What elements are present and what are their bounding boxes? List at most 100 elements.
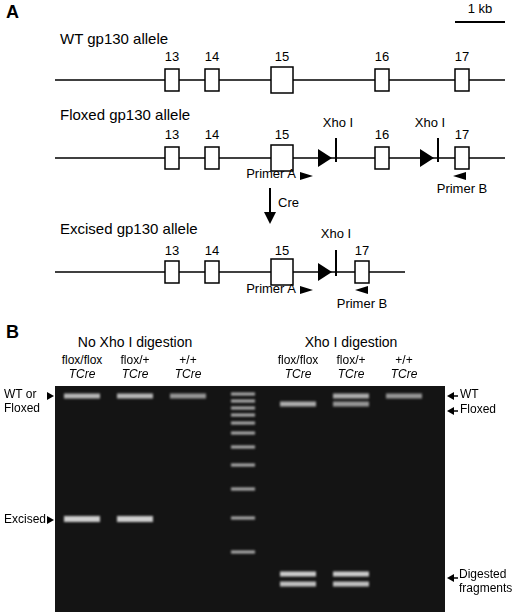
gel-band: [280, 582, 316, 587]
band-label: WT or Floxed: [4, 388, 46, 416]
band-label: Digested fragments: [459, 568, 517, 596]
exon-box: [271, 67, 293, 93]
exon-box: [355, 261, 369, 283]
gel-image: [55, 386, 445, 612]
lane-genotype: flox/+: [336, 354, 365, 368]
gel-band: [333, 402, 369, 407]
exon-number: 15: [275, 244, 289, 259]
band-pointer-head: [447, 407, 454, 415]
gel-band: [280, 572, 316, 577]
primer-arrow: [453, 172, 466, 180]
exon-box: [165, 147, 179, 169]
lane-transgene: TCre: [338, 368, 365, 382]
panel-letter: B: [6, 322, 19, 343]
exon-box: [205, 69, 219, 91]
band-pointer-head: [447, 392, 454, 400]
lane-genotype: +/+: [179, 354, 196, 368]
site-label: Xho I: [321, 227, 351, 242]
exon-number: 14: [205, 244, 219, 259]
gel-band: [231, 414, 255, 417]
lane-transgene: TCre: [122, 368, 149, 382]
lane-genotype: +/+: [395, 354, 412, 368]
band-pointer-head: [447, 574, 454, 582]
exon-box: [205, 261, 219, 283]
exon-box: [165, 261, 179, 283]
exon-box: [375, 69, 389, 91]
gel-band: [64, 394, 100, 399]
primer-label: Primer A: [246, 282, 296, 297]
scale-bar: [455, 21, 505, 23]
gel-band: [333, 582, 369, 587]
allele-name: Floxed gp130 allele: [60, 106, 190, 123]
exon-box: [205, 147, 219, 169]
primer-label: Primer B: [437, 182, 488, 197]
gel-band: [231, 407, 255, 410]
enzyme-label: Cre: [278, 196, 299, 211]
site-label: Xho I: [415, 116, 445, 131]
allele-name: Excised gp130 allele: [60, 220, 198, 237]
primer-arrow: [300, 286, 313, 294]
site-label: Xho I: [323, 116, 353, 131]
primer-label: Primer A: [246, 167, 296, 182]
primer-label: Primer B: [337, 297, 388, 312]
loxp-site: [318, 263, 332, 281]
xhoi-site: [437, 138, 439, 162]
band-label: Excised: [4, 513, 46, 527]
loxp-site: [318, 149, 332, 167]
gel-band: [117, 516, 153, 522]
gel-band: [333, 394, 369, 399]
exon-number: 15: [275, 128, 289, 143]
gel-band: [64, 516, 100, 522]
gel-band: [231, 432, 255, 435]
band-pointer-head: [47, 516, 54, 524]
exon-box: [455, 69, 469, 91]
band-label: WT: [460, 388, 479, 402]
exon-number: 17: [455, 128, 469, 143]
lane-transgene: TCre: [285, 368, 312, 382]
exon-number: 16: [375, 128, 389, 143]
exon-number: 17: [355, 244, 369, 259]
scale-label: 1 kb: [468, 2, 493, 17]
primer-arrow: [300, 172, 313, 180]
lane-transgene: TCre: [391, 368, 418, 382]
gel-band: [170, 394, 206, 399]
primer-arrow: [355, 286, 368, 294]
exon-number: 15: [275, 50, 289, 65]
gel-band: [231, 488, 255, 491]
xhoi-site: [335, 138, 337, 162]
gel-band: [231, 400, 255, 403]
exon-number: 17: [455, 50, 469, 65]
gel-band: [231, 464, 255, 467]
gel-band: [231, 517, 255, 520]
lane-genotype: flox/flox: [62, 354, 103, 368]
exon-box: [165, 69, 179, 91]
exon-number: 14: [205, 50, 219, 65]
gel-band: [386, 394, 422, 399]
exon-box: [455, 147, 469, 169]
exon-number: 13: [165, 244, 179, 259]
gel-bands: [64, 393, 422, 587]
xhoi-site: [335, 250, 337, 276]
gel-band: [333, 572, 369, 577]
gel-band: [117, 394, 153, 399]
gel-band: [231, 446, 255, 449]
loxp-site: [420, 149, 434, 167]
exon-number: 13: [165, 50, 179, 65]
gel-band: [231, 422, 255, 425]
gel-band: [231, 393, 255, 396]
gel-header: No Xho I digestion: [78, 334, 192, 350]
gel-band: [280, 402, 316, 407]
exon-number: 13: [165, 128, 179, 143]
band-pointer-head: [47, 392, 54, 400]
exon-number: 16: [375, 50, 389, 65]
panel-letter: A: [6, 2, 19, 23]
lane-genotype: flox/flox: [278, 354, 319, 368]
allele-name: WT gp130 allele: [60, 30, 168, 47]
lane-transgene: TCre: [175, 368, 202, 382]
lane-genotype: flox/+: [120, 354, 149, 368]
band-label: Floxed: [460, 403, 496, 417]
gel-band: [231, 551, 255, 554]
dna-line: [55, 271, 405, 273]
